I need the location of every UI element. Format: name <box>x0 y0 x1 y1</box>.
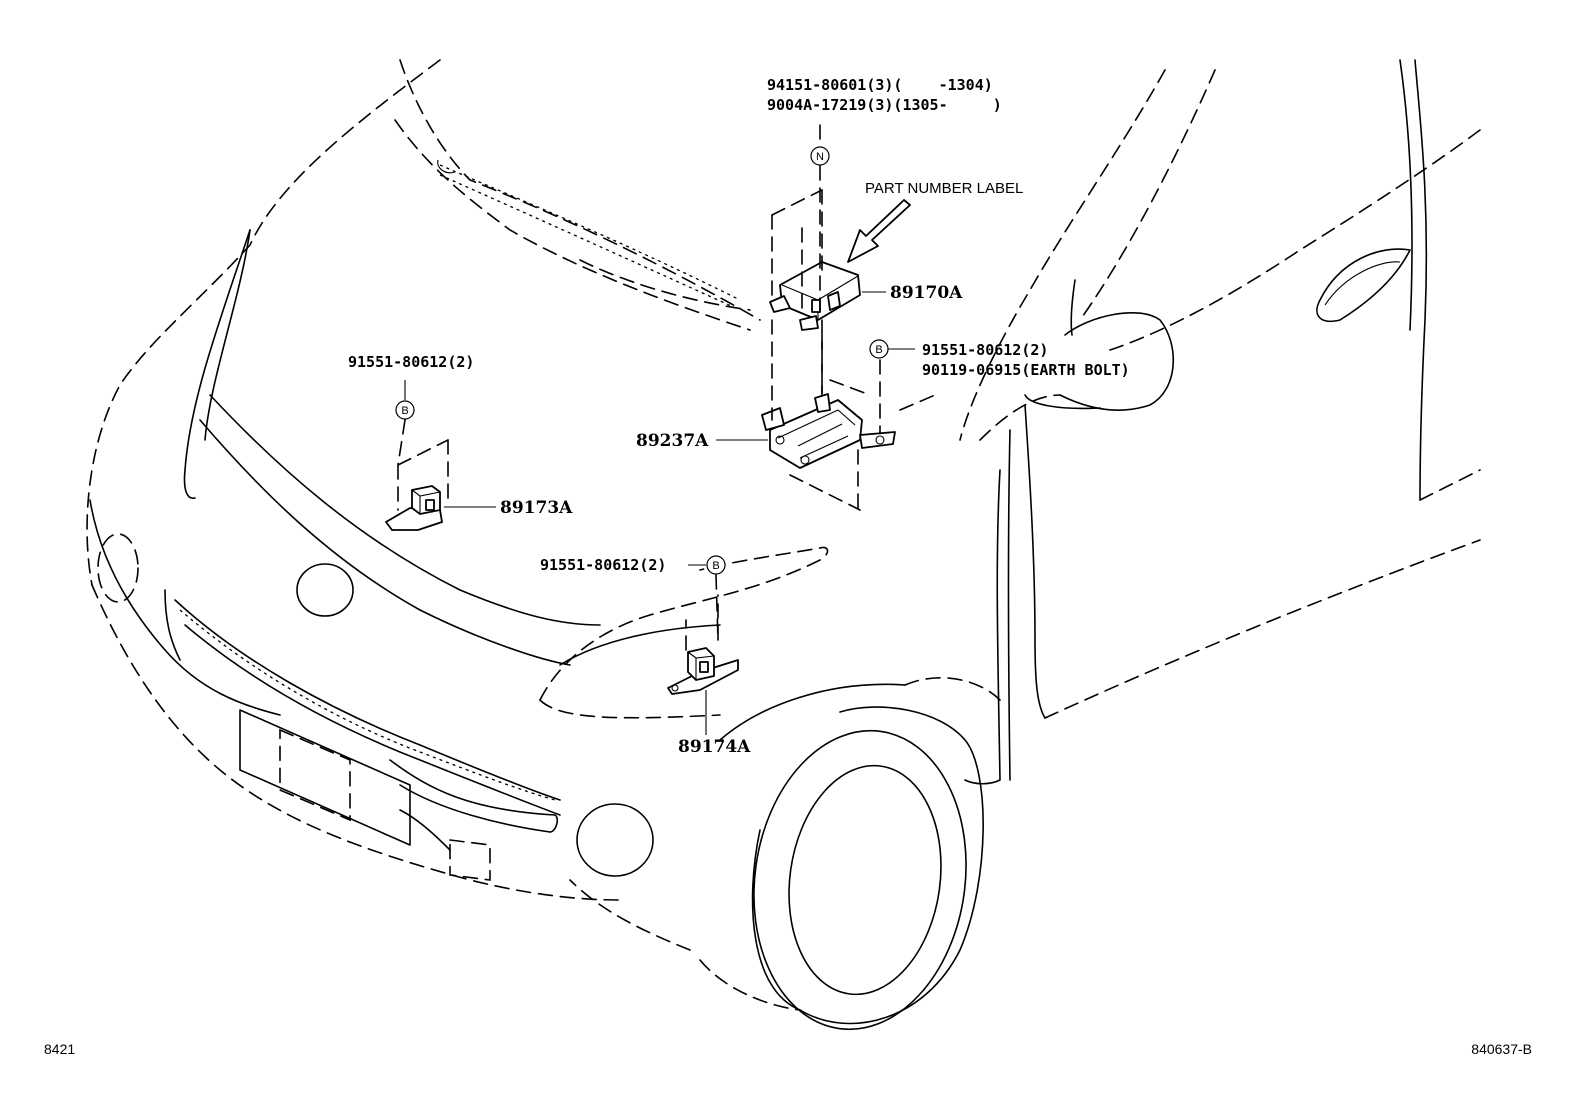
callout-89170a: 89170A <box>890 283 963 303</box>
leader-lines <box>397 124 915 735</box>
symbol-n-top: N <box>810 146 830 166</box>
callout-89237a: 89237A <box>636 431 709 451</box>
callout-bolt-right-line2: 90119-06915(EARTH BOLT) <box>922 361 1130 379</box>
callout-89174a: 89174A <box>678 737 751 757</box>
symbol-b-right-text: B <box>875 344 882 356</box>
callout-89173a: 89173A <box>500 498 573 518</box>
symbol-b-right: B <box>869 339 889 359</box>
callout-part-number-label: PART NUMBER LABEL <box>865 180 1023 197</box>
symbol-b-lower: B <box>706 555 726 575</box>
part-89170a-ecu <box>769 189 861 331</box>
page-code: 8421 <box>44 1041 75 1057</box>
symbol-b-left-text: B <box>401 405 408 417</box>
symbol-b-lower-text: B <box>712 560 719 572</box>
vehicle-outline <box>86 59 1481 1031</box>
drawing-id: 840637-B <box>1471 1041 1532 1057</box>
callout-bolt-right-line1: 91551-80612(2) <box>922 341 1048 359</box>
part-89173a-sensor <box>385 439 449 531</box>
symbol-n-text: N <box>816 151 824 163</box>
part-89237a-bracket <box>761 319 936 511</box>
callout-bolt-lower: 91551-80612(2) <box>540 556 666 574</box>
symbol-b-left: B <box>395 400 415 420</box>
callout-bolt-left: 91551-80612(2) <box>348 353 474 371</box>
part-89174a-sensor <box>667 594 739 695</box>
callout-bolt-top-line1: 94151-80601(3)( -1304) <box>767 76 993 94</box>
callout-bolt-top-line2: 9004A-17219(3)(1305- ) <box>767 96 1002 114</box>
